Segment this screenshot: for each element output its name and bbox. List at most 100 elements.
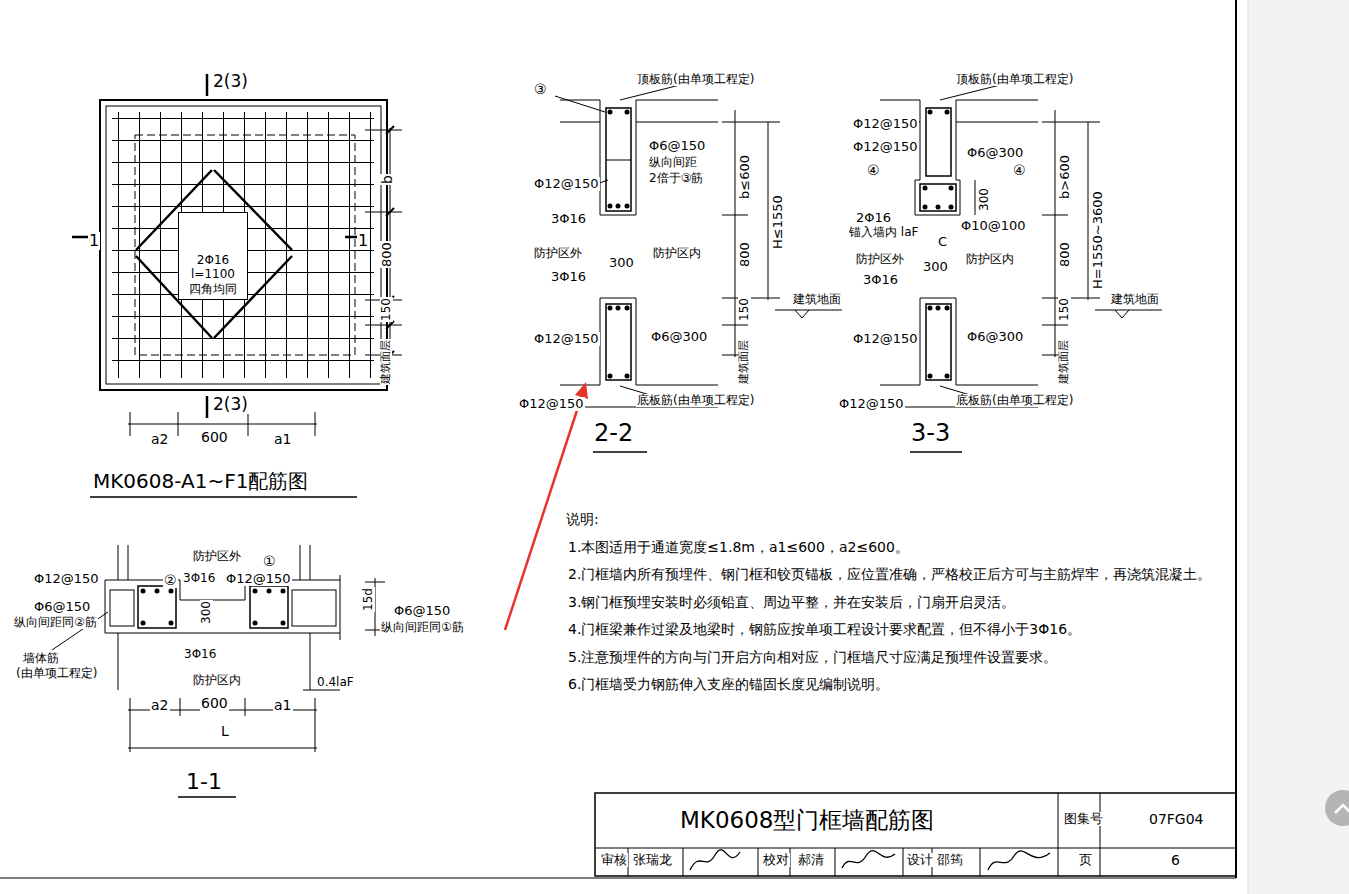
drawing-label: 防护区内 bbox=[192, 674, 242, 687]
drawing-label: 设计 bbox=[906, 853, 934, 867]
drawing-label: Φ12@150 bbox=[838, 397, 905, 411]
drawing-label: 2.门框墙内所有预埋件、钢门框和铰页锚板，应位置准确，严格校正后方可与主筋焊牢，… bbox=[567, 567, 1212, 582]
drawing-label: Φ12@150 bbox=[852, 117, 919, 131]
drawing-label: MK0608-A1~F1配筋图 bbox=[92, 470, 309, 492]
drawing-label: Φ12@150 bbox=[225, 572, 292, 586]
drawing-label: C bbox=[937, 235, 948, 249]
drawing-label: 3Φ16 bbox=[862, 273, 899, 287]
opening-text: 2Φ16 bbox=[197, 253, 229, 267]
drawing-label: 2(3) bbox=[212, 72, 249, 91]
drawing-label: Φ12@150 bbox=[533, 177, 600, 191]
drawing-label: 300 bbox=[608, 256, 635, 270]
drawing-label: Φ10@100 bbox=[960, 219, 1027, 233]
drawing-label: 2倍于③筋 bbox=[648, 172, 704, 185]
drawing-label: 800 bbox=[1058, 241, 1072, 268]
drawing-label: ① bbox=[262, 554, 277, 569]
drawing-label: 审核 bbox=[600, 853, 628, 867]
drawing-label: ④ bbox=[866, 163, 881, 178]
drawing-label: 150 bbox=[738, 297, 751, 322]
drawing-label: 顶板筋(由单项工程定) bbox=[636, 73, 755, 86]
drawing-label: 4.门框梁兼作过梁及地梁时，钢筋应按单项工程设计要求配置，但不得小于3Φ16。 bbox=[567, 622, 1082, 637]
drawing-label: 张瑞龙 bbox=[632, 853, 673, 867]
drawing-label: 2-2 bbox=[593, 420, 634, 446]
drawing-label: 建筑面层 bbox=[380, 339, 392, 385]
drawing-label: 6 bbox=[1170, 853, 1181, 868]
drawing-label: H≤1550 bbox=[771, 194, 785, 250]
drawing-label: 2(3) bbox=[212, 395, 249, 414]
drawing-label: 150 bbox=[1058, 297, 1071, 322]
drawing-label: 5.注意预埋件的方向与门开启方向相对应，门框墙尺寸应满足预埋件设置要求。 bbox=[567, 650, 1058, 665]
drawing-label: Φ6@300 bbox=[966, 146, 1024, 160]
drawing-label: b≤600 bbox=[738, 154, 752, 200]
drawing-label: 300 bbox=[200, 600, 213, 625]
drawing-title: MK0608型门框墙配筋图 bbox=[680, 805, 934, 836]
drawing-label: 1-1 bbox=[185, 770, 223, 794]
drawing-label: 纵向间距 bbox=[648, 156, 698, 169]
drawing-label: 15d bbox=[362, 587, 375, 612]
drawing-label: 防护区内 bbox=[965, 253, 1015, 266]
drawing-label: 3Φ16 bbox=[182, 572, 216, 585]
drawing-label: 300 bbox=[978, 187, 991, 212]
drawing-label: 300 bbox=[922, 260, 949, 274]
opening-text: 四角均同 bbox=[189, 282, 237, 296]
drawing-label: 600 bbox=[200, 430, 229, 445]
drawing-label: 1 bbox=[357, 232, 369, 250]
drawing-label: b>600 bbox=[1058, 154, 1072, 200]
drawing-label: 3Φ16 bbox=[183, 648, 217, 661]
drawing-label: 1 bbox=[88, 232, 100, 250]
drawing-label: Φ12@150 bbox=[852, 332, 919, 346]
drawing-label: 3.钢门框预埋安装时必须铅直、周边平整，并在安装后，门扇开启灵活。 bbox=[567, 595, 1016, 610]
drawing-label: 防护区外 bbox=[192, 550, 242, 563]
drawing-label: 600 bbox=[200, 696, 229, 711]
drawing-label: 顶板筋(由单项工程定) bbox=[955, 73, 1074, 86]
drawing-label: b bbox=[380, 174, 395, 185]
drawing-label: 纵向间距同①筋 bbox=[380, 621, 465, 634]
drawing-label: a2 bbox=[150, 432, 170, 447]
drawing-label: ② bbox=[163, 573, 178, 588]
drawing-label: 07FG04 bbox=[1148, 812, 1205, 827]
drawing-label: Φ6@150 bbox=[33, 600, 91, 614]
drawing-label: Φ12@150 bbox=[518, 397, 585, 411]
drawing-label: 郝清 bbox=[797, 853, 825, 867]
drawing-label: ④ bbox=[1012, 163, 1027, 178]
drawing-label: (由单项工程定) bbox=[15, 667, 98, 680]
drawing-label: 3Φ16 bbox=[550, 270, 587, 284]
drawing-label: H=1550~3600 bbox=[1091, 190, 1105, 290]
drawing-label: L bbox=[220, 724, 230, 739]
drawing-label: 3-3 bbox=[910, 420, 951, 446]
drawing-label: 底板筋(由单项工程定) bbox=[955, 394, 1074, 407]
drawing-label: 防护区外 bbox=[533, 247, 583, 260]
drawing-label: 墙体筋 bbox=[22, 652, 60, 665]
drawing-label: 校对 bbox=[762, 853, 790, 867]
drawing-label: 800 bbox=[738, 241, 752, 268]
drawing-label: 防护区外 bbox=[855, 253, 905, 266]
drawing-label: 2Φ16 bbox=[855, 211, 892, 225]
drawing-label: 锚入墙内 laF bbox=[848, 226, 919, 239]
drawing-label: 防护区内 bbox=[652, 247, 702, 260]
drawing-label: Φ6@300 bbox=[966, 330, 1024, 344]
drawing-label: 邵筠 bbox=[936, 853, 964, 867]
drawing-label: 6.门框墙受力钢筋伸入支座的锚固长度见编制说明。 bbox=[567, 677, 890, 692]
drawing-label: 建筑面层 bbox=[738, 339, 750, 385]
drawing-label: 纵向间距同②筋 bbox=[13, 616, 98, 629]
drawing-label: Φ12@150 bbox=[852, 140, 919, 154]
drawing-label: 0.4laF bbox=[316, 676, 355, 689]
drawing-label: 1.本图适用于通道宽度≤1.8m，a1≤600，a2≤600。 bbox=[567, 540, 910, 555]
drawing-label: ③ bbox=[533, 82, 548, 97]
drawing-label: Φ6@150 bbox=[393, 604, 451, 618]
drawing-label: 建筑地面 bbox=[1110, 293, 1160, 306]
drawing-label: 图集号 bbox=[1063, 812, 1104, 826]
drawing-label: 建筑面层 bbox=[1058, 339, 1070, 385]
drawing-label: 150 bbox=[380, 297, 393, 322]
drawing-label: Φ6@300 bbox=[650, 330, 708, 344]
drawing-label: 建筑地面 bbox=[792, 293, 842, 306]
drawing-label: a1 bbox=[273, 698, 293, 713]
drawing-label: Φ12@150 bbox=[33, 572, 100, 586]
drawing-label: 页 bbox=[1078, 853, 1093, 867]
opening-text: l=1100 bbox=[191, 267, 235, 281]
drawing-label: a2 bbox=[150, 698, 170, 713]
opening-box: 2Φ16l=1100四角均同 bbox=[178, 212, 248, 300]
drawing-label: Φ6@150 bbox=[648, 139, 706, 153]
drawing-label: 说明: bbox=[565, 512, 600, 527]
